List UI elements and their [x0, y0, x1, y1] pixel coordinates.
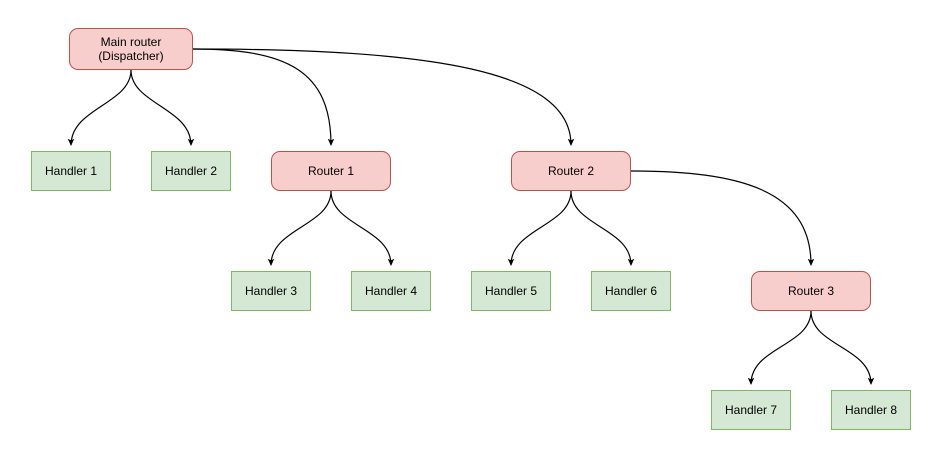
- edge-main-to-router2: [192, 48, 575, 146]
- edge-router2-to-h6: [570, 190, 635, 266]
- edge-router2-to-h5: [507, 190, 572, 266]
- edge-router2-to-router3: [630, 170, 815, 266]
- edge-router1-to-h4: [330, 190, 395, 266]
- node-h6[interactable]: Handler 6: [591, 271, 671, 311]
- edge-group: [67, 48, 875, 385]
- edge-main-to-h1: [67, 69, 132, 146]
- node-h5[interactable]: Handler 5: [471, 271, 551, 311]
- edge-router1-to-h3: [267, 190, 332, 266]
- node-h8[interactable]: Handler 8: [831, 390, 911, 430]
- edge-main-to-h2: [130, 69, 195, 146]
- edge-router3-to-h8: [810, 310, 875, 385]
- node-h1[interactable]: Handler 1: [31, 151, 111, 191]
- node-main[interactable]: Main router (Dispatcher): [69, 28, 193, 70]
- node-router3[interactable]: Router 3: [751, 271, 871, 311]
- edge-main-to-router1: [192, 48, 335, 146]
- node-h2[interactable]: Handler 2: [151, 151, 231, 191]
- node-h3[interactable]: Handler 3: [231, 271, 311, 311]
- node-h4[interactable]: Handler 4: [351, 271, 431, 311]
- node-h7[interactable]: Handler 7: [711, 390, 791, 430]
- edge-router3-to-h7: [747, 310, 812, 385]
- node-router1[interactable]: Router 1: [271, 151, 391, 191]
- node-router2[interactable]: Router 2: [511, 151, 631, 191]
